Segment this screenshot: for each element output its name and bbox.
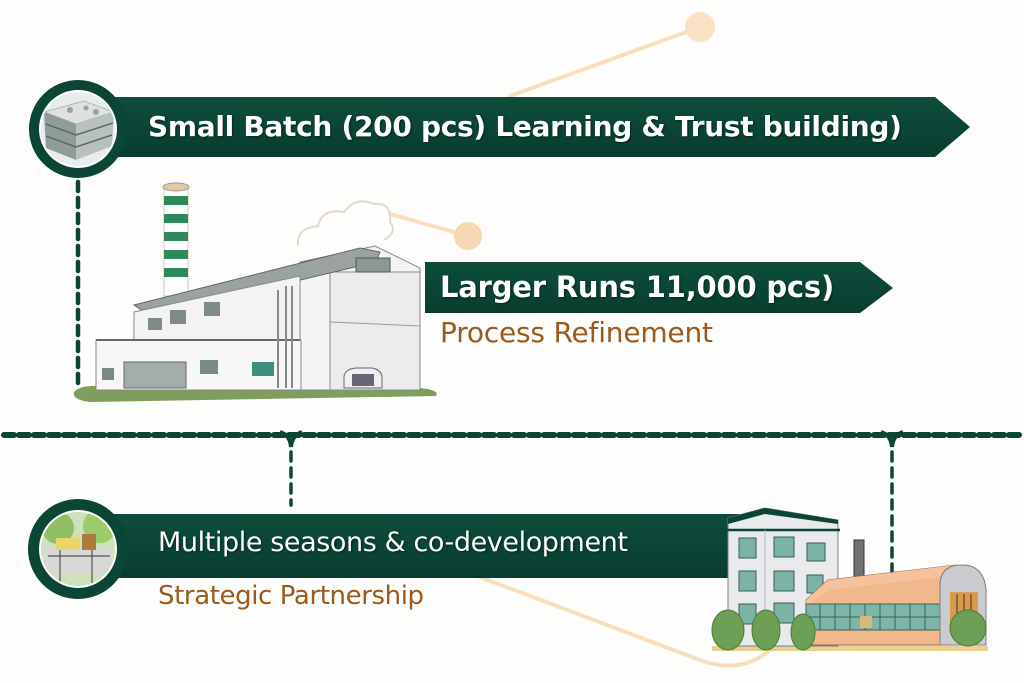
stage-1-title: Small Batch (200 pcs) Learning & Trust b…	[148, 110, 902, 143]
stage-3-subtitle: Strategic Partnership	[158, 581, 424, 611]
campus-illustration	[711, 507, 988, 651]
cloud-icon	[296, 200, 394, 247]
connector-node-middle	[454, 222, 482, 250]
stage-3-banner	[28, 499, 740, 599]
stage-2-subtitle: Process Refinement	[440, 316, 713, 349]
factory-illustration	[73, 182, 437, 402]
stage-2-banner	[425, 262, 893, 313]
tree-icons	[711, 609, 987, 651]
dashed-divider	[1, 430, 1024, 577]
striped-chimney	[162, 182, 190, 297]
connector-line-top	[508, 25, 702, 98]
stage-1-banner	[29, 80, 970, 178]
divider-notch-left	[279, 430, 303, 448]
office-building-photo-icon	[41, 92, 115, 166]
connector-node-top	[685, 12, 715, 42]
stage-2-title: Larger Runs 11,000 pcs)	[440, 270, 835, 304]
stage-3-title: Multiple seasons & co-development	[158, 527, 628, 558]
divider-notch-right	[880, 430, 904, 448]
